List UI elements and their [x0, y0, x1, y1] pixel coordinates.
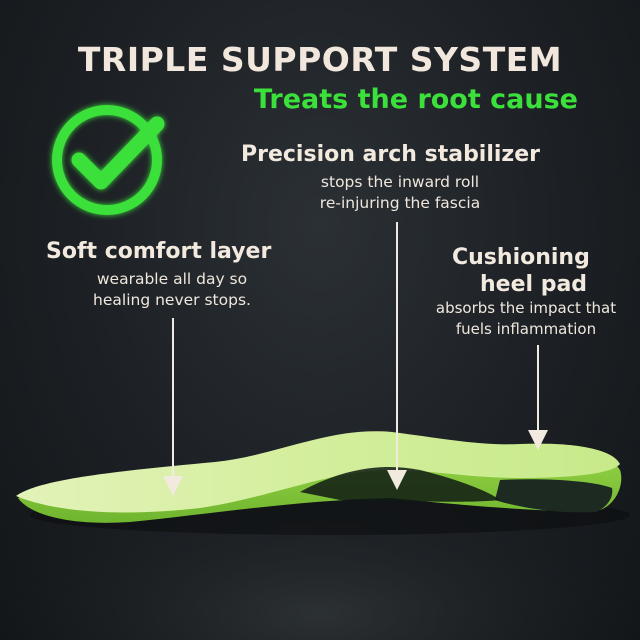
page-subtitle: Treats the root cause: [253, 84, 578, 115]
check-circle-icon: [52, 105, 165, 215]
heel-title-2: heel pad: [480, 272, 588, 297]
page-title: TRIPLE SUPPORT SYSTEM: [77, 40, 563, 79]
comfort-desc-2: healing never stops.: [93, 291, 251, 309]
comfort-desc-1: wearable all day so: [96, 270, 248, 288]
heel-desc-1: absorbs the impact that: [435, 299, 617, 317]
arch-desc-2: re-injuring the fascia: [319, 194, 481, 212]
arch-desc-1: stops the inward roll: [320, 173, 480, 191]
comfort-title: Soft comfort layer: [46, 239, 272, 264]
heel-title-1: Cushioning: [452, 245, 590, 270]
heel-base: [495, 479, 613, 513]
heel-desc-2: fuels inflammation: [455, 320, 597, 338]
arch-title: Precision arch stabilizer: [241, 142, 541, 167]
